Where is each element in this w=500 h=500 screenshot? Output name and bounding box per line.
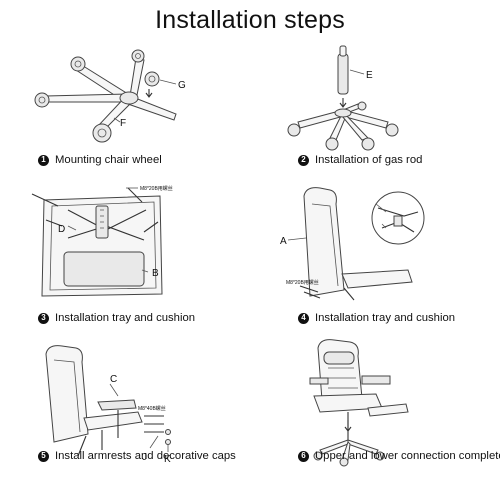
screw-spec-note: M8*20B用螺丝	[286, 279, 319, 286]
step-caption-text: Install armrests and decorative caps	[55, 450, 236, 462]
backrest-illustration	[287, 187, 413, 301]
step-5-illustration: M8*40B螺丝 C J K	[45, 345, 171, 465]
detail-zoom-illustration	[371, 191, 425, 245]
chair-base-illustration	[34, 49, 177, 143]
part-label-c: C	[110, 374, 117, 385]
part-label-g: G	[178, 80, 186, 91]
step-number: 1	[38, 154, 49, 166]
step-number: 4	[298, 312, 309, 324]
step-caption-text: Installation tray and cushion	[315, 312, 456, 324]
step-number: 5	[38, 450, 49, 462]
step-caption-text: Installation of gas rod	[315, 154, 423, 166]
seat-tray-illustration	[31, 187, 163, 297]
page-title: Installation steps	[155, 6, 345, 34]
part-label-f: F	[120, 118, 126, 129]
step-4-caption: 4 Installation tray and cushion	[298, 312, 455, 324]
part-label-k: K	[164, 454, 171, 465]
chair-armrest-illustration	[45, 345, 171, 457]
chair-base-illustration	[287, 101, 399, 151]
step-6-caption: 6 Upper and lower connection completed	[298, 450, 500, 462]
step-3-illustration: M8*20B用螺丝 D B	[31, 185, 173, 297]
step-6-illustration	[309, 339, 409, 467]
step-1-panel: G F 1 Mounting chair wheel	[18, 42, 258, 194]
screw-spec-note: M8*40B螺丝	[138, 405, 166, 412]
assembled-chair-illustration	[309, 339, 409, 467]
step-3-panel: M8*20B用螺丝 D B 3 Installation tray and cu…	[18, 182, 258, 334]
part-label-b: B	[152, 268, 159, 279]
step-2-caption: 2 Installation of gas rod	[298, 154, 422, 166]
part-label-d: D	[58, 224, 65, 235]
step-6-panel: 6 Upper and lower connection completed	[258, 338, 500, 490]
step-2-panel: E 2 Installation of gas rod	[258, 42, 498, 194]
step-1-caption: 1 Mounting chair wheel	[38, 154, 162, 166]
step-3-caption: 3 Installation tray and cushion	[38, 312, 195, 324]
part-label-a: A	[280, 236, 287, 247]
step-caption-text: Installation tray and cushion	[55, 312, 196, 324]
step-4-illustration: M8*20B用螺丝 A	[280, 187, 425, 301]
step-number: 6	[298, 450, 309, 462]
part-label-e: E	[366, 70, 373, 81]
screw-spec-note: M8*20B用螺丝	[140, 185, 173, 192]
gas-rod-illustration	[337, 45, 365, 108]
step-5-panel: M8*40B螺丝 C J K 5 Install armrests and de…	[18, 338, 258, 490]
step-2-illustration: E	[287, 45, 399, 151]
step-number: 2	[298, 154, 309, 166]
step-1-illustration: G F	[34, 49, 186, 143]
step-number: 3	[38, 312, 49, 324]
step-caption-text: Upper and lower connection completed	[315, 450, 500, 462]
step-5-caption: 5 Install armrests and decorative caps	[38, 450, 236, 462]
part-label-j: J	[142, 452, 147, 463]
step-caption-text: Mounting chair wheel	[55, 154, 162, 166]
step-4-panel: M8*20B用螺丝 A 4 Installation tray and cush…	[258, 182, 498, 334]
